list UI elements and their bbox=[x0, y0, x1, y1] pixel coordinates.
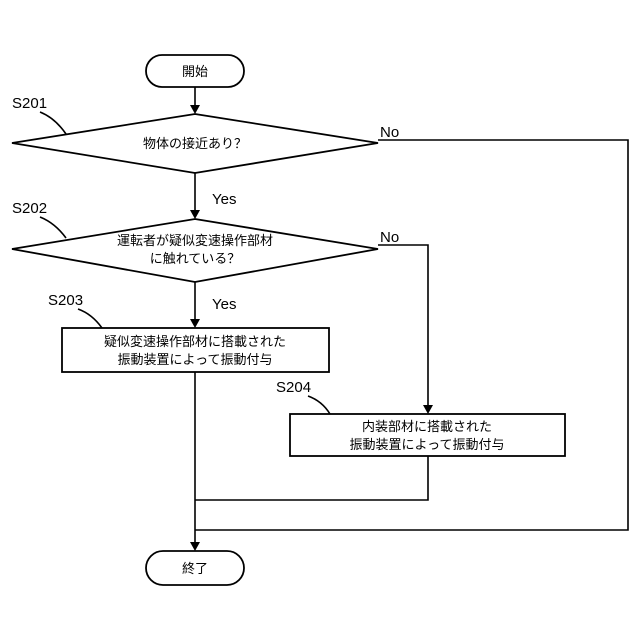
p2-text-line1: 内装部材に搭載された bbox=[362, 419, 492, 435]
start-label: 開始 bbox=[182, 65, 208, 80]
step-leader-s203 bbox=[78, 309, 102, 328]
p1-text-line2: 振動装置によって振動付与 bbox=[118, 353, 273, 368]
step-leader-s204 bbox=[308, 396, 330, 414]
step-leader-s201 bbox=[40, 112, 66, 134]
step-label-s204: S204 bbox=[276, 379, 311, 396]
p1-text-line1: 疑似変速操作部材に搭載された bbox=[104, 334, 286, 350]
arrowhead bbox=[190, 105, 200, 114]
node-p1: 疑似変速操作部材に搭載された 振動装置によって振動付与 S203 bbox=[48, 292, 329, 372]
node-start: 開始 bbox=[146, 55, 244, 87]
edge-p2-merge bbox=[195, 456, 428, 500]
node-end: 終了 bbox=[146, 551, 244, 585]
d1-text: 物体の接近あり？ bbox=[143, 136, 247, 152]
p2-text-line2: 振動装置によって振動付与 bbox=[350, 438, 505, 453]
step-label-s202: S202 bbox=[12, 200, 47, 217]
d2-text-line2: に触れている？ bbox=[150, 252, 241, 267]
step-leader-s202 bbox=[40, 217, 66, 238]
end-label: 終了 bbox=[182, 561, 208, 577]
arrowhead bbox=[423, 405, 433, 414]
decision-s202 bbox=[12, 219, 378, 282]
step-label-s201: S201 bbox=[12, 95, 47, 112]
edge-label-d1-yes: Yes bbox=[212, 191, 236, 208]
edge-label-d2-no: No bbox=[380, 229, 399, 246]
arrowhead bbox=[190, 319, 200, 328]
arrowhead bbox=[190, 210, 200, 219]
node-p2: 内装部材に搭載された 振動装置によって振動付与 S204 bbox=[276, 379, 565, 456]
edge-label-d2-yes: Yes bbox=[212, 296, 236, 313]
edge-label-d1-no: No bbox=[380, 124, 399, 141]
arrowhead bbox=[190, 542, 200, 551]
step-label-s203: S203 bbox=[48, 292, 83, 309]
d2-text-line1: 運転者が疑似変速操作部材 bbox=[117, 233, 273, 249]
edge-d2-no-p2 bbox=[378, 245, 428, 408]
